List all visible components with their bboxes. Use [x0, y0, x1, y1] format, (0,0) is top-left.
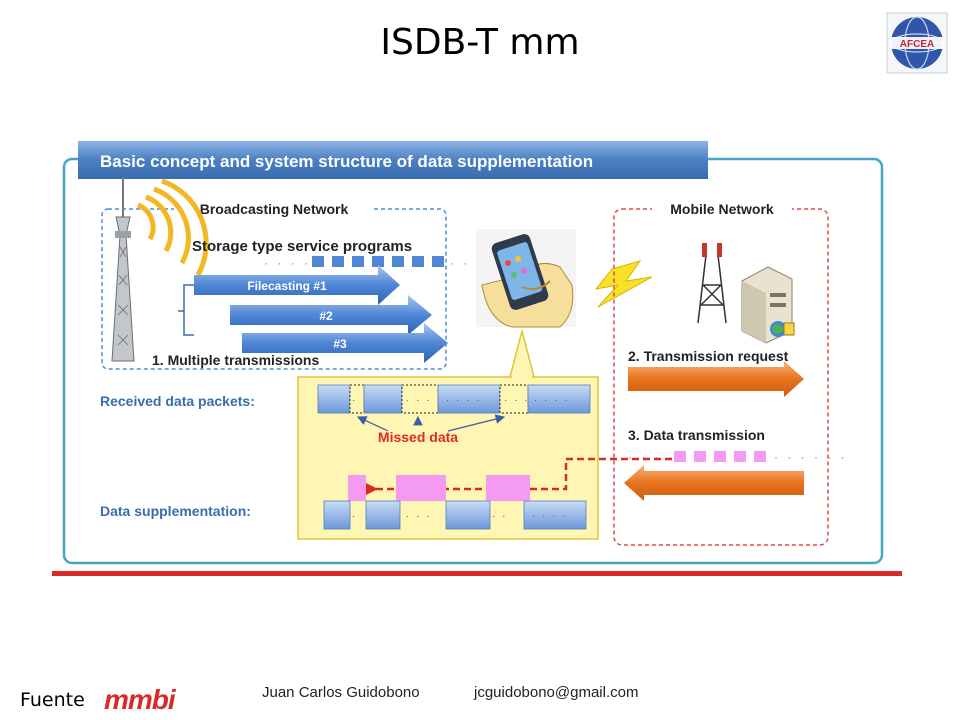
supplemented-packet-row: · · · · · · · · · ·: [323, 475, 587, 530]
data-transmission-label: 3. Data transmission: [628, 427, 765, 443]
diagram-header: Basic concept and system structure of da…: [100, 152, 593, 171]
missed-data-label: Missed data: [378, 429, 458, 445]
svg-text:· · ·: · · ·: [504, 395, 530, 406]
transmission-request-arrow: [628, 361, 804, 397]
svg-text:· · ·: · · ·: [450, 256, 484, 270]
footer-source-label: Fuente: [20, 689, 85, 711]
mobile-network-label: Mobile Network: [670, 201, 774, 217]
supplement-packets: [674, 451, 766, 462]
filecasting-arrow-3: #3: [242, 323, 448, 363]
svg-text:·: ·: [352, 511, 355, 522]
lightning-icon: [594, 260, 653, 308]
cell-tower-icon: [697, 243, 727, 324]
mmbi-logo: mmbi: [104, 684, 176, 715]
svg-text:· · · ·: · · · ·: [446, 395, 482, 406]
broadcast-tower-icon: [111, 177, 135, 362]
svg-text:·: ·: [352, 395, 355, 406]
svg-text:· · ·: · · ·: [406, 511, 432, 522]
data-supplementation-label: Data supplementation:: [100, 503, 251, 519]
transmission-request-label: 2. Transmission request: [628, 348, 789, 364]
svg-text:Filecasting #1: Filecasting #1: [247, 279, 327, 293]
svg-text:· · · · · ·: · · · · · ·: [774, 450, 848, 464]
storage-programs-label: Storage type service programs: [192, 238, 412, 255]
svg-text:· · · ·: · · · ·: [534, 395, 570, 406]
svg-text:· · ·: · · ·: [406, 395, 432, 406]
svg-text:· · · · ·: · · · · ·: [628, 450, 688, 464]
filecasting-arrow-2: #2: [230, 295, 432, 335]
filecasting-arrow-1: Filecasting #1: [194, 265, 400, 305]
broadcasting-network-label: Broadcasting Network: [200, 201, 349, 217]
header-bar: [78, 141, 708, 179]
logo-text: AFCEA: [900, 39, 934, 50]
svg-text:· · · · ·: · · · · ·: [264, 256, 324, 270]
red-divider: [52, 571, 902, 576]
multiple-transmissions-label: 1. Multiple transmissions: [152, 352, 319, 368]
afcea-globe-logo: AFCEA: [886, 12, 948, 74]
data-transmission-arrow: [624, 465, 804, 501]
slide-title: ISDB-T mm: [380, 22, 580, 63]
svg-text:· · · ·: · · · ·: [532, 511, 568, 522]
received-packets-label: Received data packets:: [100, 393, 255, 409]
bracket: [178, 284, 194, 336]
svg-text:· ·: · ·: [492, 511, 507, 522]
svg-text:#2: #2: [319, 309, 333, 323]
radio-waves-icon: [136, 178, 209, 277]
received-packet-row: · · · · · · · · · · · · · · ·: [317, 384, 591, 414]
footer-email[interactable]: jcguidobono@gmail.com: [474, 684, 639, 701]
footer-author: Juan Carlos Guidobono: [262, 684, 420, 701]
server-icon: [741, 266, 795, 344]
svg-text:#3: #3: [333, 337, 347, 351]
packet-stream: [312, 256, 444, 267]
data-supplementation-diagram: Basic concept and system structure of da…: [62, 141, 884, 565]
smartphone-icon: [476, 229, 576, 328]
broadcasting-network-box: [101, 208, 447, 370]
supplement-path: [358, 457, 672, 499]
